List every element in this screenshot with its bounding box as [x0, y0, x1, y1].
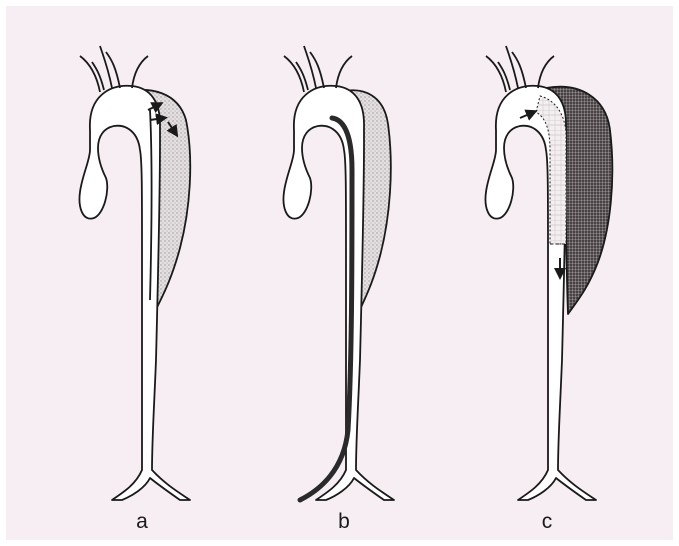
- panel-a-branches: [80, 46, 148, 92]
- panel-b-aorta: [284, 46, 394, 500]
- panel-c-branches: [486, 46, 554, 92]
- panel-label-a: a: [112, 510, 172, 534]
- panel-label-c: c: [517, 510, 577, 534]
- panel-b-branches: [284, 46, 352, 92]
- panel-c-aorta: [486, 46, 613, 500]
- panel-a-aorta: [80, 46, 191, 500]
- panel-label-b: b: [314, 510, 374, 534]
